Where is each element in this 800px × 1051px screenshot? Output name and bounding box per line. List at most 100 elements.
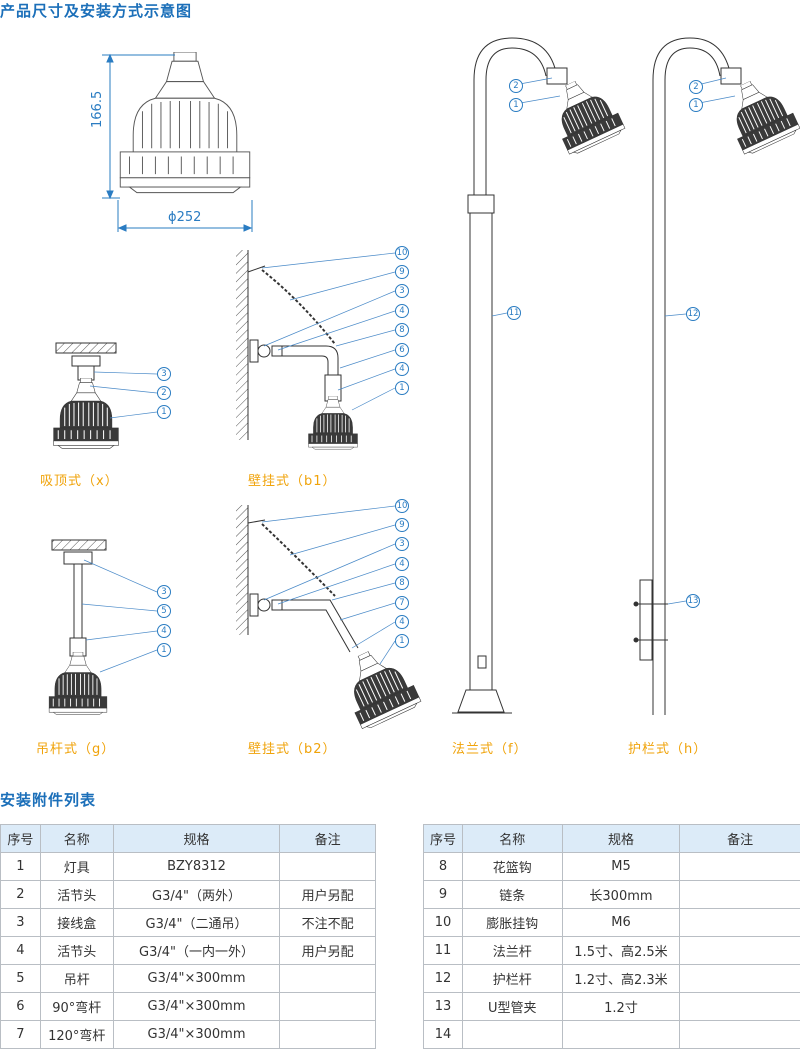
table-cell xyxy=(279,852,376,881)
table-cell: 1.2寸、高2.3米 xyxy=(561,964,681,993)
callout-pendant-5: 5 xyxy=(157,604,171,618)
table-cell: BZY8312 xyxy=(112,852,281,881)
leader-line xyxy=(289,271,396,301)
caption-pendant: 吊杆式（g） xyxy=(36,742,116,757)
column-header: 规格 xyxy=(561,824,681,853)
table-cell xyxy=(679,964,800,993)
table-header-row: 序号名称规格备注 xyxy=(423,824,800,853)
leader-line xyxy=(263,290,396,347)
callout-guardrail-1: 1 xyxy=(689,98,703,112)
table-cell: 不注不配 xyxy=(279,908,376,937)
callout-wall-b2-9: 9 xyxy=(395,518,409,532)
callout-ceiling-3: 3 xyxy=(157,367,171,381)
leader-line xyxy=(351,621,396,649)
leader-line xyxy=(277,563,396,605)
table-cell xyxy=(679,992,800,1021)
lamp-dimension-drawing xyxy=(119,52,251,194)
callout-wall-b1-1: 1 xyxy=(395,381,409,395)
callout-pendant-3: 3 xyxy=(157,585,171,599)
table-cell: 13 xyxy=(423,992,463,1021)
leader-line xyxy=(339,602,396,621)
callout-ceiling-1: 1 xyxy=(157,405,171,419)
callout-ceiling-2: 2 xyxy=(157,386,171,400)
callout-wall-b1-10: 10 xyxy=(395,246,409,260)
table-cell: 3 xyxy=(0,908,41,937)
table-cell xyxy=(679,908,800,937)
table-cell: 法兰杆 xyxy=(461,936,563,965)
callout-wall-b1-8: 8 xyxy=(395,323,409,337)
leader-line xyxy=(263,543,396,601)
table-cell: 用户另配 xyxy=(279,880,376,909)
callout-guardrail-12: 12 xyxy=(686,307,700,321)
table-cell: 活节头 xyxy=(39,936,114,965)
table-cell xyxy=(679,1020,800,1049)
table-cell: 膨胀挂钩 xyxy=(461,908,563,937)
table-cell: 1.5寸、高2.5米 xyxy=(561,936,681,965)
callout-flange-11: 11 xyxy=(507,306,521,320)
diagram-section-title: 产品尺寸及安装方式示意图 xyxy=(0,2,193,20)
table-row: 14 xyxy=(423,1020,800,1049)
callout-pendant-4: 4 xyxy=(157,624,171,638)
leader-line xyxy=(335,329,396,347)
table-cell: 用户另配 xyxy=(279,936,376,965)
leader-line xyxy=(85,630,158,641)
table-cell xyxy=(679,852,800,881)
callout-wall-b1-6: 6 xyxy=(395,343,409,357)
caption-wall-b1: 壁挂式（b1） xyxy=(248,474,337,489)
leader-line xyxy=(289,524,396,556)
leader-line xyxy=(89,385,158,394)
table-cell: 10 xyxy=(423,908,463,937)
callout-wall-b1-9: 9 xyxy=(395,265,409,279)
leader-line xyxy=(491,312,508,317)
leader-line xyxy=(277,310,396,351)
table-cell xyxy=(679,880,800,909)
table-cell: 吊杆 xyxy=(39,964,114,993)
callout-guardrail-2: 2 xyxy=(689,80,703,94)
table-cell: 12 xyxy=(423,964,463,993)
leader-line xyxy=(351,387,396,411)
table-cell: 9 xyxy=(423,880,463,909)
table-cell: 花篮钩 xyxy=(461,852,563,881)
table-cell xyxy=(679,936,800,965)
callout-wall-b2-8: 8 xyxy=(395,576,409,590)
table-cell xyxy=(279,1020,376,1049)
caption-wall-b2: 壁挂式（b2） xyxy=(248,742,337,757)
table-cell: 灯具 xyxy=(39,852,114,881)
table-cell: 4 xyxy=(0,936,41,965)
column-header: 规格 xyxy=(112,824,281,853)
table-cell: 2 xyxy=(0,880,41,909)
table-header-row: 序号名称规格备注 xyxy=(0,824,376,853)
table-cell: M5 xyxy=(561,852,681,881)
leader-line xyxy=(83,559,158,593)
callout-pendant-1: 1 xyxy=(157,643,171,657)
callout-wall-b1-4: 4 xyxy=(395,362,409,376)
leader-line xyxy=(81,603,158,612)
callout-guardrail-13: 13 xyxy=(686,594,700,608)
table-cell: 活节头 xyxy=(39,880,114,909)
table-cell: G3/4"×300mm xyxy=(112,992,281,1021)
leader-line xyxy=(379,640,396,665)
table-cell: G3/4"（两外） xyxy=(112,880,281,909)
leader-line xyxy=(337,368,396,391)
callout-wall-b2-1: 1 xyxy=(395,634,409,648)
table-cell: G3/4"×300mm xyxy=(112,964,281,993)
caption-flange: 法兰式（f） xyxy=(452,742,528,757)
caption-ceiling: 吸顶式（x） xyxy=(40,474,119,489)
table-cell xyxy=(279,964,376,993)
column-header: 序号 xyxy=(423,824,463,853)
table-cell: 5 xyxy=(0,964,41,993)
table-cell xyxy=(279,992,376,1021)
table-cell xyxy=(561,1020,681,1049)
callout-wall-b1-3: 3 xyxy=(395,284,409,298)
table-cell: 11 xyxy=(423,936,463,965)
table-cell: 链条 xyxy=(461,880,563,909)
column-header: 序号 xyxy=(0,824,41,853)
table-cell xyxy=(461,1020,563,1049)
